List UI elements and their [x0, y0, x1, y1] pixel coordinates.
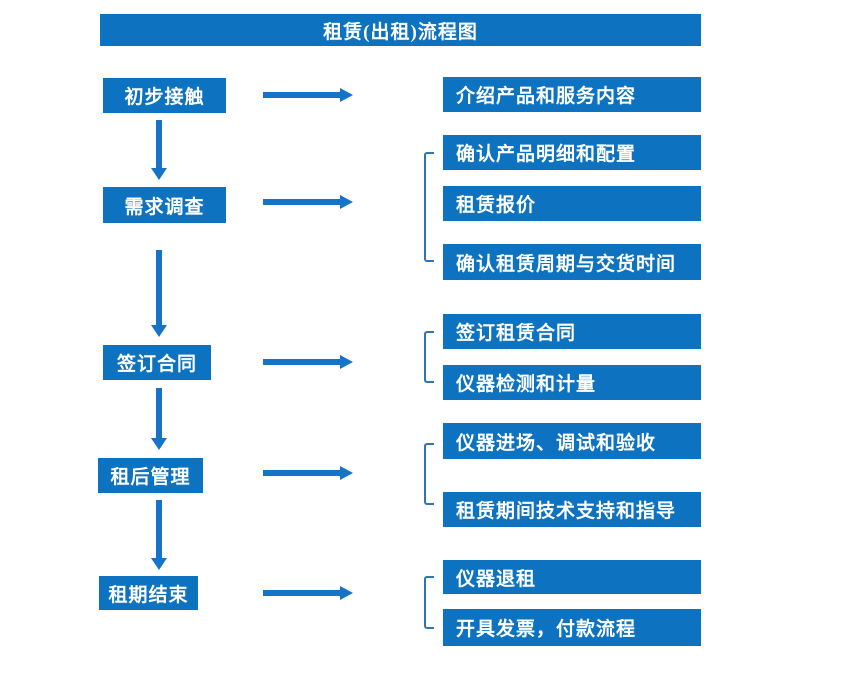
group-bracket-post-rental — [424, 443, 434, 505]
down-arrow-4 — [151, 500, 167, 570]
down-arrow-2 — [151, 250, 167, 337]
down-arrow-3 — [151, 388, 167, 450]
arrow-shaft — [156, 388, 162, 440]
stage-box-demand-survey: 需求调查 — [103, 187, 226, 223]
group-bracket-sign-contract — [424, 331, 434, 383]
right-arrow-rental-end — [263, 586, 353, 600]
arrow-shaft — [156, 500, 162, 560]
right-arrow-demand-survey — [263, 195, 353, 209]
arrow-head-icon — [340, 355, 353, 369]
arrow-shaft — [156, 120, 162, 170]
right-arrow-sign-contract — [263, 355, 353, 369]
output-box-instrument-inspection: 仪器检测和计量 — [443, 365, 701, 400]
flowchart-title: 租赁(出租)流程图 — [100, 14, 701, 46]
output-box-introduce-products: 介绍产品和服务内容 — [443, 77, 701, 112]
right-arrow-post-rental — [263, 466, 353, 480]
arrow-head-icon — [340, 195, 353, 209]
output-box-technical-support: 租赁期间技术支持和指导 — [443, 492, 701, 527]
output-box-instrument-return: 仪器退租 — [443, 560, 701, 594]
stage-box-initial-contact: 初步接触 — [103, 78, 226, 113]
output-box-sign-rental-contract: 签订租赁合同 — [443, 314, 701, 349]
stage-box-sign-contract: 签订合同 — [103, 345, 211, 380]
right-arrow-initial-contact — [263, 88, 353, 102]
group-bracket-demand-survey — [424, 152, 434, 262]
output-box-invoice-payment: 开具发票，付款流程 — [443, 609, 701, 646]
stage-box-post-rental-management: 租后管理 — [98, 458, 203, 493]
arrow-shaft — [156, 250, 162, 327]
arrow-head-icon — [340, 466, 353, 480]
arrow-head-icon — [151, 325, 167, 337]
arrow-shaft — [263, 359, 341, 365]
output-box-confirm-details: 确认产品明细和配置 — [443, 135, 701, 170]
arrow-shaft — [263, 92, 341, 98]
arrow-head-icon — [151, 168, 167, 180]
arrow-head-icon — [151, 558, 167, 570]
group-bracket-rental-end — [424, 576, 434, 629]
arrow-shaft — [263, 590, 341, 596]
stage-box-rental-end: 租期结束 — [99, 576, 198, 610]
output-box-instrument-setup-acceptance: 仪器进场、调试和验收 — [443, 423, 701, 459]
arrow-head-icon — [340, 586, 353, 600]
arrow-shaft — [263, 199, 341, 205]
arrow-shaft — [263, 470, 341, 476]
arrow-head-icon — [340, 88, 353, 102]
output-box-confirm-period-delivery: 确认租赁周期与交货时间 — [443, 244, 701, 280]
arrow-head-icon — [151, 438, 167, 450]
output-box-rental-quotation: 租赁报价 — [443, 186, 701, 221]
down-arrow-1 — [151, 120, 167, 180]
